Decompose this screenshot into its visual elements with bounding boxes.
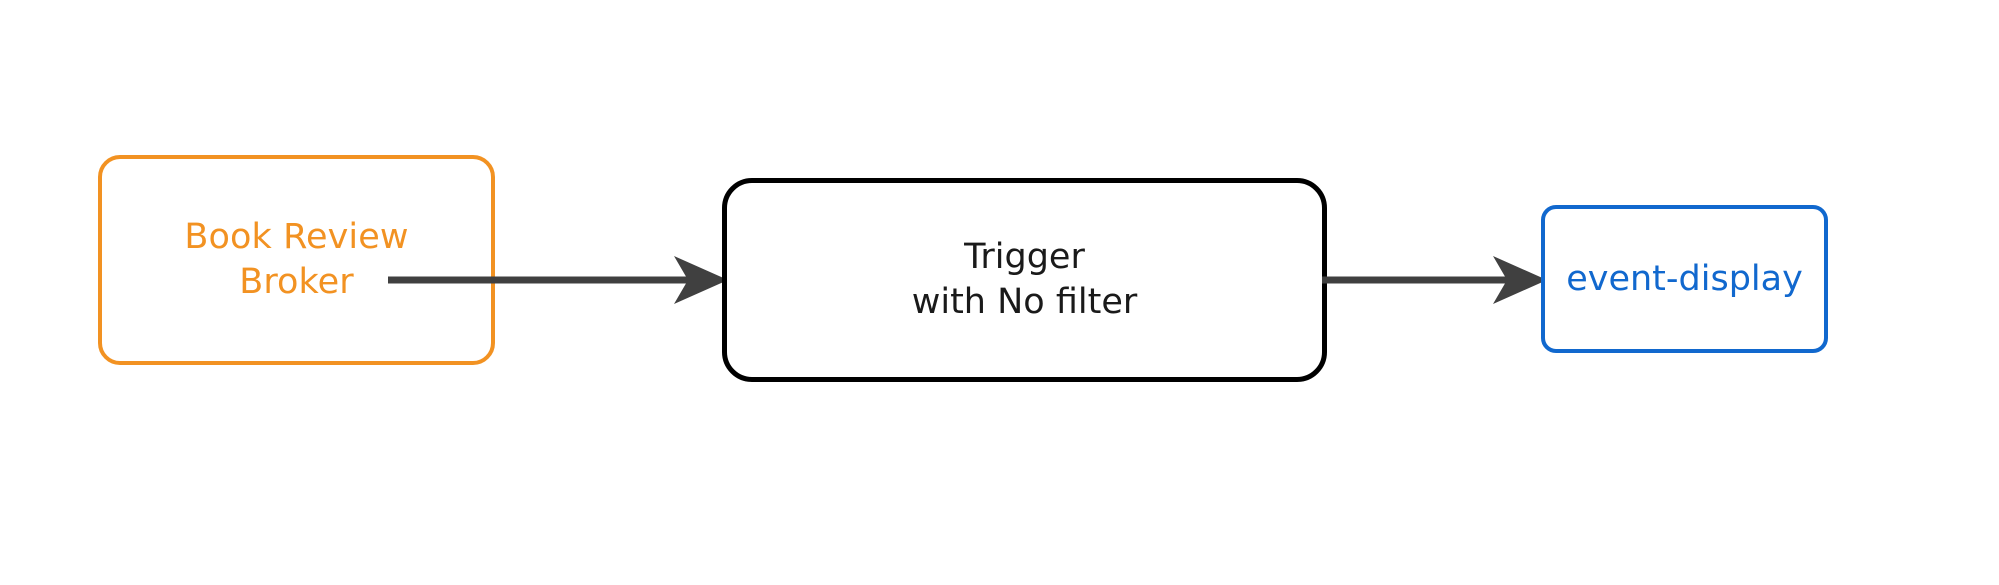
node-trigger-with-no-filter[interactable]: Trigger with No filter	[722, 178, 1327, 382]
node-event-display[interactable]: event-display	[1541, 205, 1828, 353]
edge-broker-to-trigger	[388, 256, 728, 304]
node-trigger-label-line1: Trigger	[964, 237, 1085, 278]
node-broker-label-line1: Book Review	[184, 217, 409, 258]
edge-broker-to-trigger-svg	[388, 256, 728, 304]
arrowhead-icon	[1493, 256, 1547, 304]
node-trigger-label-line2: with No filter	[911, 282, 1138, 322]
node-book-review-broker[interactable]: Book Review Broker	[98, 155, 495, 365]
edge-trigger-to-sink	[1322, 256, 1547, 304]
node-sink-label-line1: event-display	[1566, 258, 1803, 299]
arrowhead-icon	[674, 256, 728, 304]
node-broker-label-line2: Broker	[239, 262, 354, 302]
edge-trigger-to-sink-svg	[1322, 256, 1547, 304]
